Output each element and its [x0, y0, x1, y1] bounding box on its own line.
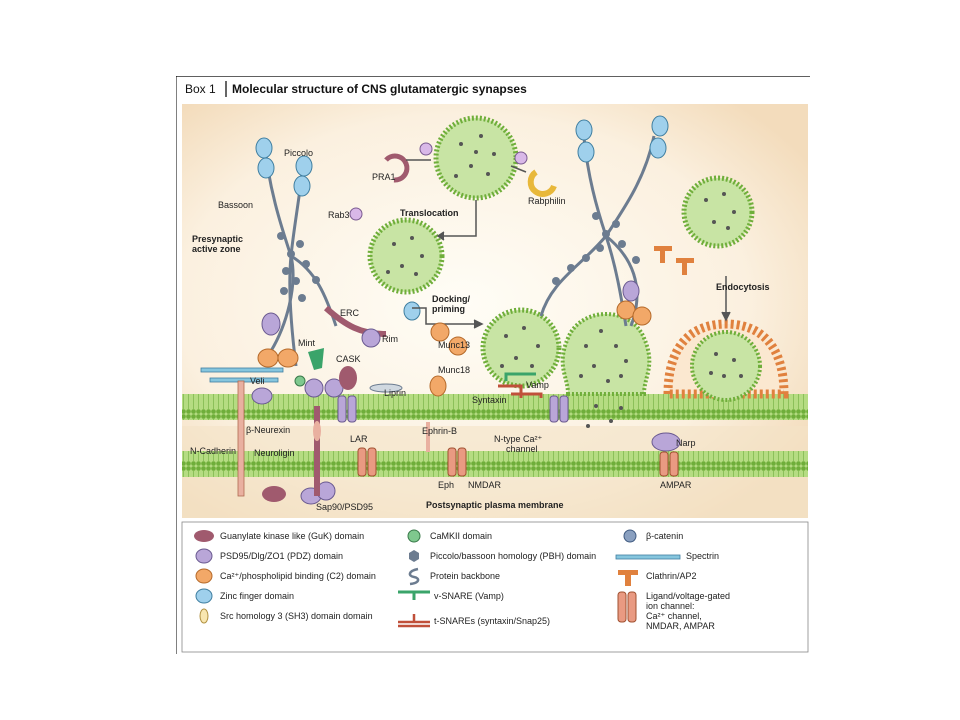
- c2-domains: [257, 300, 652, 397]
- label-rim: Rim: [382, 334, 398, 344]
- legend-spectrin: Spectrin: [686, 551, 719, 561]
- postsynaptic-membrane: [182, 451, 808, 477]
- clathrin-coated-vesicle: [663, 319, 789, 402]
- legend-pbh-swatch: [409, 550, 419, 562]
- label-ampar: AMPAR: [660, 480, 692, 490]
- snare-complex: [498, 372, 543, 398]
- narp-protein: [651, 432, 681, 452]
- guk-domains: [262, 366, 357, 502]
- label-munc13: Munc13: [438, 340, 470, 350]
- pdz-domains: [251, 280, 640, 505]
- box-label: Box 1: [185, 82, 216, 96]
- process-arrows: [406, 159, 731, 329]
- label-eph: Eph: [438, 480, 454, 490]
- legend-channel-2: ion channel:: [646, 601, 695, 611]
- legend-backbone: Protein backbone: [430, 571, 500, 581]
- zinc-finger-domains: [255, 115, 669, 321]
- label-lar: LAR: [350, 434, 368, 444]
- label-veli: Veli: [250, 376, 265, 386]
- legend-channel-swatch: [617, 591, 637, 623]
- clathrin-triskelia: [654, 246, 694, 275]
- label-sap90: Sap90/PSD95: [316, 502, 373, 512]
- label-cask: CASK: [336, 354, 361, 364]
- mint-camkii: [308, 348, 324, 370]
- legend-guk-swatch: [194, 530, 214, 542]
- presynaptic-channels: [337, 395, 569, 423]
- pbh-domain-dots: [277, 212, 640, 302]
- legend-sh3-swatch: [199, 608, 209, 624]
- label-vamp: Vamp: [526, 380, 549, 390]
- legend-vsnare: v-SNARE (Vamp): [434, 591, 504, 601]
- legend-camkii-swatch: [407, 529, 421, 543]
- label-bassoon: Bassoon: [218, 200, 253, 210]
- legend-spectrin-swatch: [615, 554, 681, 560]
- label-ntype-2: channel: [506, 444, 538, 454]
- legend-col2: CaMKII domain Piccolo/bassoon homology (…: [398, 529, 596, 628]
- label-nmdar: NMDAR: [468, 480, 501, 490]
- label-rab3: Rab3: [328, 210, 350, 220]
- fusing-vesicle: [560, 312, 652, 428]
- legend-sh3: Src homology 3 (SH3) domain domain: [220, 611, 373, 621]
- legend-channel-4: NMDAR, AMPAR: [646, 621, 715, 631]
- presynaptic-membrane: [182, 394, 808, 420]
- legend-guk: Guanylate kinase like (GuK) domain: [220, 531, 364, 541]
- label-narp: Narp: [676, 438, 696, 448]
- legend-box: [181, 521, 809, 653]
- label-endocytosis: Endocytosis: [716, 282, 770, 292]
- label-rabphilin: Rabphilin: [528, 196, 566, 206]
- label-erc: ERC: [340, 308, 360, 318]
- legend-zinc: Zinc finger domain: [220, 591, 294, 601]
- label-neuroligin: Neuroligin: [254, 448, 295, 458]
- legend-zinc-swatch: [195, 588, 213, 604]
- label-presynaptic-2: active zone: [192, 244, 241, 254]
- liprin-protein: [369, 383, 403, 393]
- label-translocation: Translocation: [400, 208, 459, 218]
- box-title: Molecular structure of CNS glutamatergic…: [232, 82, 527, 96]
- label-syntaxin: Syntaxin: [472, 395, 507, 405]
- legend-pbh: Piccolo/bassoon homology (PBH) domain: [430, 551, 596, 561]
- legend-pdz-swatch: [195, 548, 213, 564]
- label-piccolo: Piccolo: [284, 148, 313, 158]
- label-ephrin-b: Ephrin-B: [422, 426, 457, 436]
- label-postsynaptic: Postsynaptic plasma membrane: [426, 500, 564, 510]
- label-beta-neurexin: β-Neurexin: [246, 425, 290, 435]
- label-pra1: PRA1: [372, 172, 396, 182]
- ion-channels: [357, 447, 679, 477]
- legend-channel-1: Ligand/voltage-gated: [646, 591, 730, 601]
- legend-catenin: β-catenin: [646, 531, 683, 541]
- label-mint: Mint: [298, 338, 316, 348]
- synapse-figure: Box 1 Molecular structure of CNS glutama…: [176, 76, 810, 654]
- pra1-protein: [384, 142, 433, 183]
- legend-tsnare-swatch: [398, 614, 430, 628]
- legend-tsnare: t-SNAREs (syntaxin/Snap25): [434, 616, 550, 626]
- label-munc18: Munc18: [438, 365, 470, 375]
- label-ntype-1: N-type Ca²⁺: [494, 434, 543, 444]
- label-presynaptic-1: Presynaptic: [192, 234, 243, 244]
- legend-col3: β-catenin Spectrin Clathrin/AP2 Ligand/v…: [615, 529, 730, 631]
- legend-channel-3: Ca²⁺ channel,: [646, 611, 702, 621]
- rabphilin-protein: [514, 151, 557, 197]
- vesicle-top: [433, 115, 519, 201]
- ephrin-stalk: [426, 422, 430, 452]
- neurexin-neuroligin: [237, 380, 321, 497]
- legend-col1: Guanylate kinase like (GuK) domain PSD95…: [194, 530, 376, 624]
- legend-pdz: PSD95/Dlg/ZO1 (PDZ) domain: [220, 551, 343, 561]
- vesicle-translocating: [367, 217, 445, 295]
- vesicle-docked: [480, 307, 562, 389]
- label-liprin: Liprin: [384, 388, 406, 398]
- legend-clathrin: Clathrin/AP2: [646, 571, 697, 581]
- legend-catenin-swatch: [623, 529, 637, 543]
- legend-c2-swatch: [195, 568, 213, 584]
- label-docking-1: Docking/: [432, 294, 471, 304]
- label-docking-2: priming: [432, 304, 465, 314]
- legend-clathrin-swatch: [618, 570, 638, 586]
- rab3-dot: [349, 207, 363, 221]
- legend-backbone-swatch: [408, 567, 420, 586]
- camkii-dot: [294, 375, 306, 387]
- legend-camkii: CaMKII domain: [430, 531, 492, 541]
- vesicle-endocytosed: [681, 175, 755, 249]
- legend-c2: Ca²⁺/phospholipid binding (C2) domain: [220, 571, 376, 581]
- label-n-cadherin: N-Cadherin: [190, 446, 236, 456]
- legend-vsnare-swatch: [398, 590, 430, 600]
